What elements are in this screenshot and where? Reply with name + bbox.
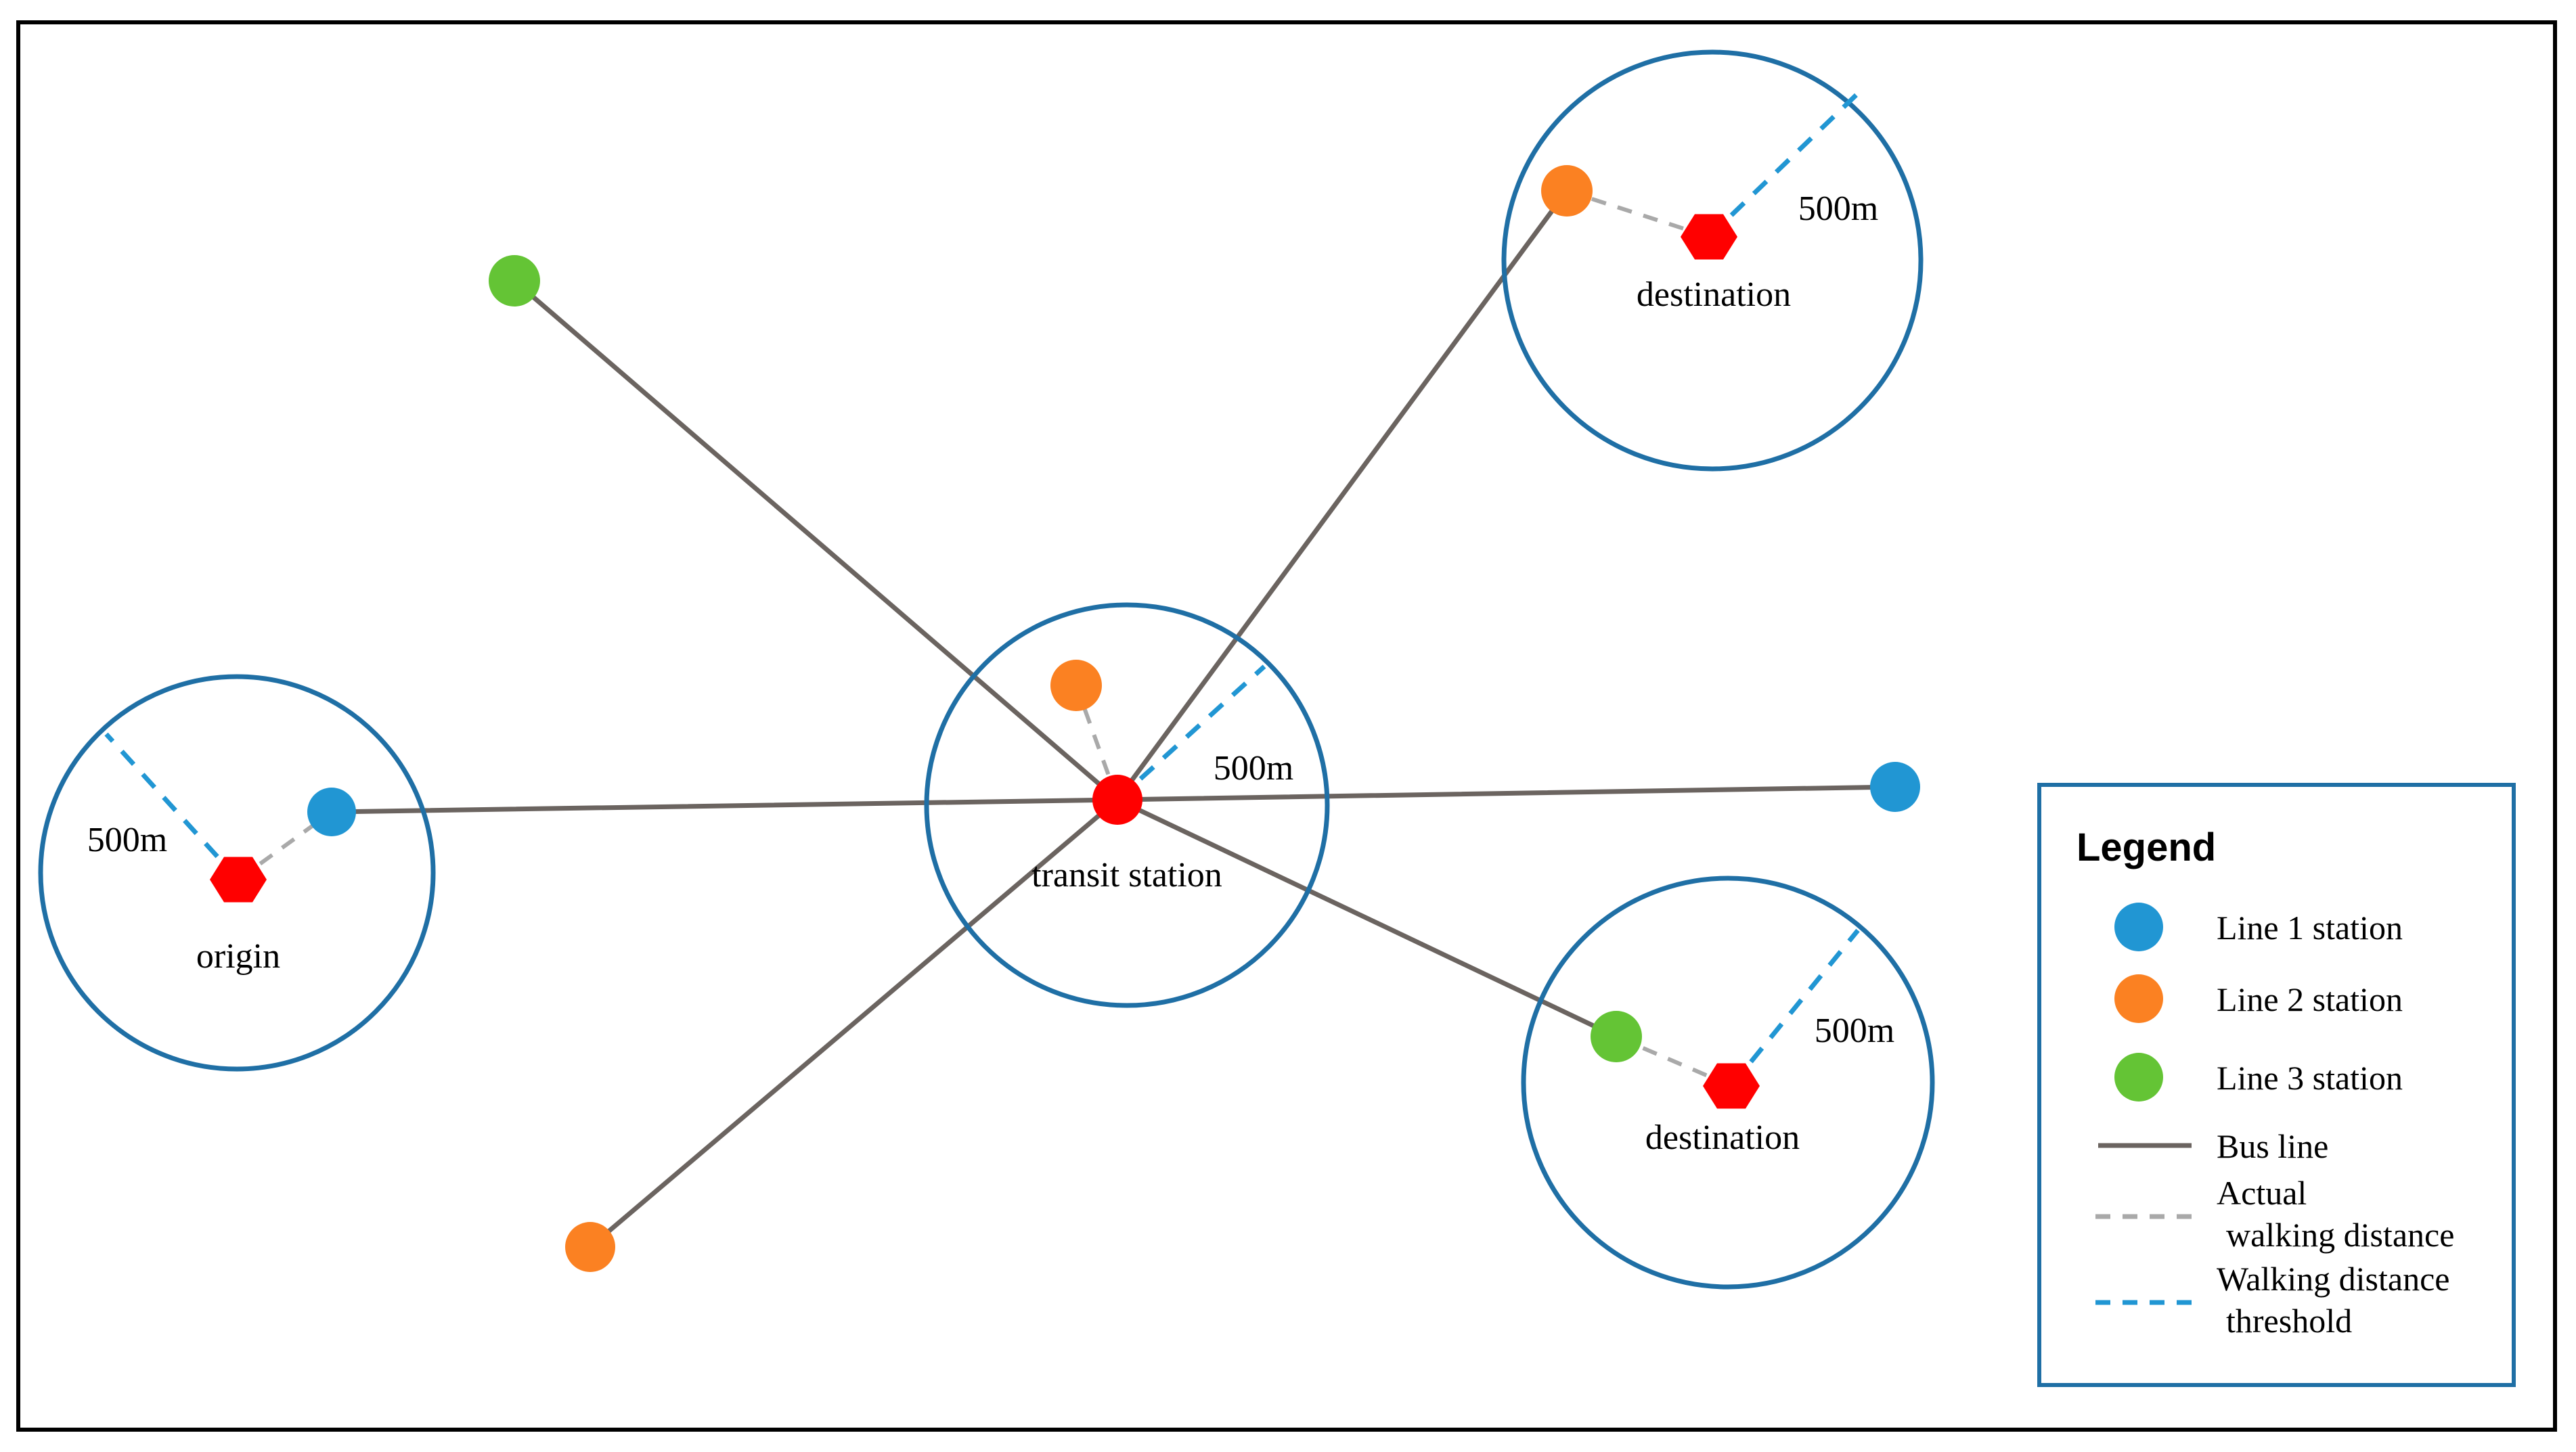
legend-item[interactable]: Walking distance threshold (2095, 1260, 2449, 1340)
line-2-station-marker[interactable] (1541, 165, 1593, 217)
walking-buffer-circle (1521, 876, 1935, 1290)
walking-threshold-radius (1115, 664, 1266, 802)
line-1-station-marker[interactable] (1870, 762, 1920, 812)
anchor-hexagon-marker[interactable] (210, 857, 267, 903)
walking-buffer-circle (924, 602, 1330, 1008)
legend-station-dot-icon (2114, 1053, 2163, 1102)
walking-threshold-radius (104, 732, 240, 882)
walking-distance-label: 500m (1798, 189, 1878, 228)
legend-item-label: Line 2 station (2217, 980, 2403, 1018)
buffer-name-label: transit station (1031, 856, 1222, 894)
buffer-name-label: origin (196, 937, 280, 976)
anchor-hexagon-marker[interactable] (1681, 214, 1737, 260)
legend-item[interactable]: Actual walking distance (2095, 1174, 2454, 1254)
legend-item-label-line2: threshold (2226, 1302, 2352, 1340)
legend-item-label: Line 1 station (2217, 909, 2403, 947)
walking-buffer-circles-group (38, 49, 1935, 1290)
transit-station-marker[interactable] (1092, 775, 1142, 825)
legend-item-label: Walking distance (2217, 1260, 2449, 1298)
walking-buffer-circle (1501, 49, 1924, 472)
actual-walking-paths-group (237, 189, 1733, 1088)
line-2-station-marker[interactable] (1050, 660, 1102, 711)
legend-item[interactable]: Bus line (2098, 1127, 2328, 1165)
walking-threshold-radii-group (104, 91, 1860, 1088)
walking-threshold-radius (1729, 928, 1860, 1088)
legend-item-label: Line 3 station (2217, 1059, 2403, 1097)
legend-item-label: Bus line (2217, 1127, 2328, 1165)
legend-item[interactable]: Line 1 station (2114, 903, 2403, 951)
legend-item-label-line2: walking distance (2226, 1216, 2454, 1254)
line-3-station-marker[interactable] (1591, 1011, 1642, 1062)
legend-title: Legend (2077, 825, 2216, 869)
legend-item[interactable]: Line 3 station (2114, 1053, 2403, 1102)
legend-item[interactable]: Line 2 station (2114, 974, 2403, 1023)
actual-walking-path (1615, 1035, 1733, 1088)
walking-distance-label: 500m (1214, 749, 1293, 788)
actual-walking-path (237, 810, 333, 882)
line-2-station-marker[interactable] (565, 1222, 615, 1272)
walking-distance-label: 500m (1815, 1012, 1894, 1050)
walking-buffer-circle (38, 674, 436, 1072)
buffer-name-label: destination (1637, 275, 1791, 314)
walking-distance-label: 500m (87, 821, 167, 859)
origin-destination-markers-group (210, 214, 1760, 1109)
actual-walking-path (1074, 684, 1119, 801)
line-3-station-marker[interactable] (489, 255, 540, 307)
legend-item-label: Actual (2217, 1174, 2307, 1212)
legend-station-dot-icon (2114, 974, 2163, 1023)
buffer-name-label: destination (1645, 1118, 1800, 1157)
transit-stations-group (307, 165, 1920, 1272)
line-1-station-marker[interactable] (307, 788, 356, 836)
map-labels-group: origin 500m transit station 500m destination… (87, 189, 1894, 1157)
walking-threshold-radius (1707, 91, 1860, 239)
legend-station-dot-icon (2114, 903, 2163, 951)
anchor-hexagon-marker[interactable] (1703, 1063, 1760, 1109)
